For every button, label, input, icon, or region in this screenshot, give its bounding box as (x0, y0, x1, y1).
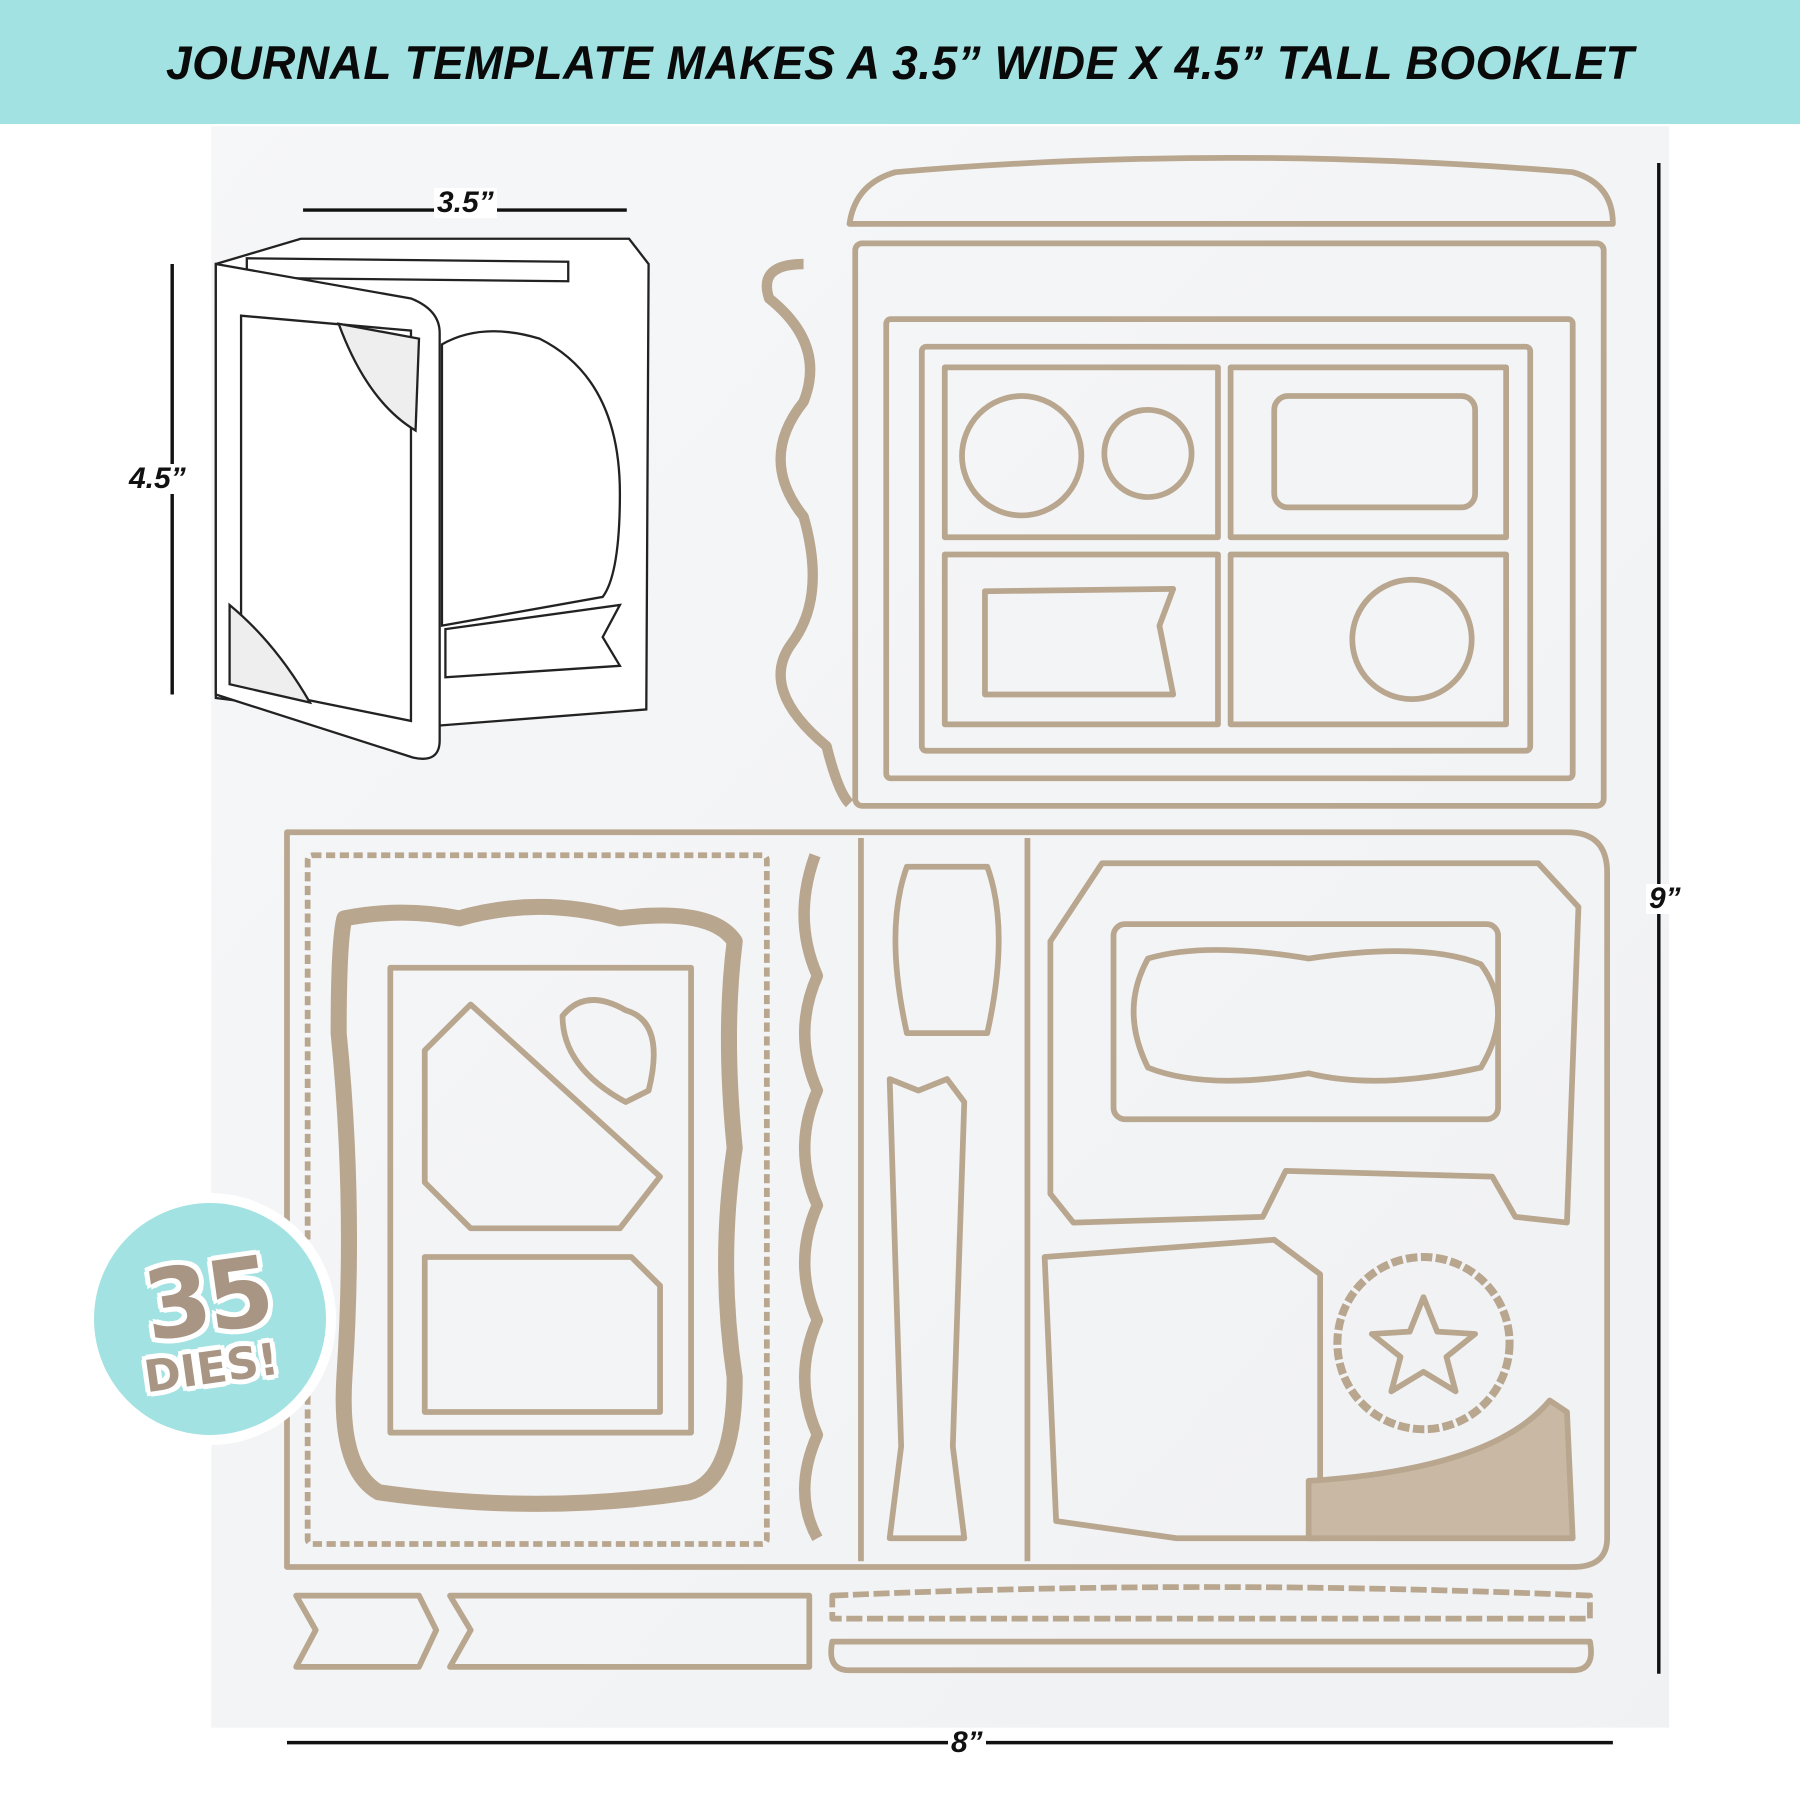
booklet-illustration (214, 237, 650, 760)
title-banner: JOURNAL TEMPLATE MAKES A 3.5” WIDE X 4.5… (0, 0, 1800, 124)
die-count-badge: 35 DIES! (84, 1193, 336, 1445)
top-die-sheet (761, 154, 1616, 809)
booklet-height-label: 4.5” (126, 464, 189, 494)
bottom-die-sheet (284, 829, 1611, 1570)
banner-title: JOURNAL TEMPLATE MAKES A 3.5” WIDE X 4.5… (165, 35, 1635, 89)
border-strips (293, 1584, 1594, 1674)
sheet-width-label: 8” (948, 1728, 986, 1758)
booklet-width-label: 3.5” (434, 188, 497, 218)
sheet-height-label: 9” (1646, 884, 1684, 914)
